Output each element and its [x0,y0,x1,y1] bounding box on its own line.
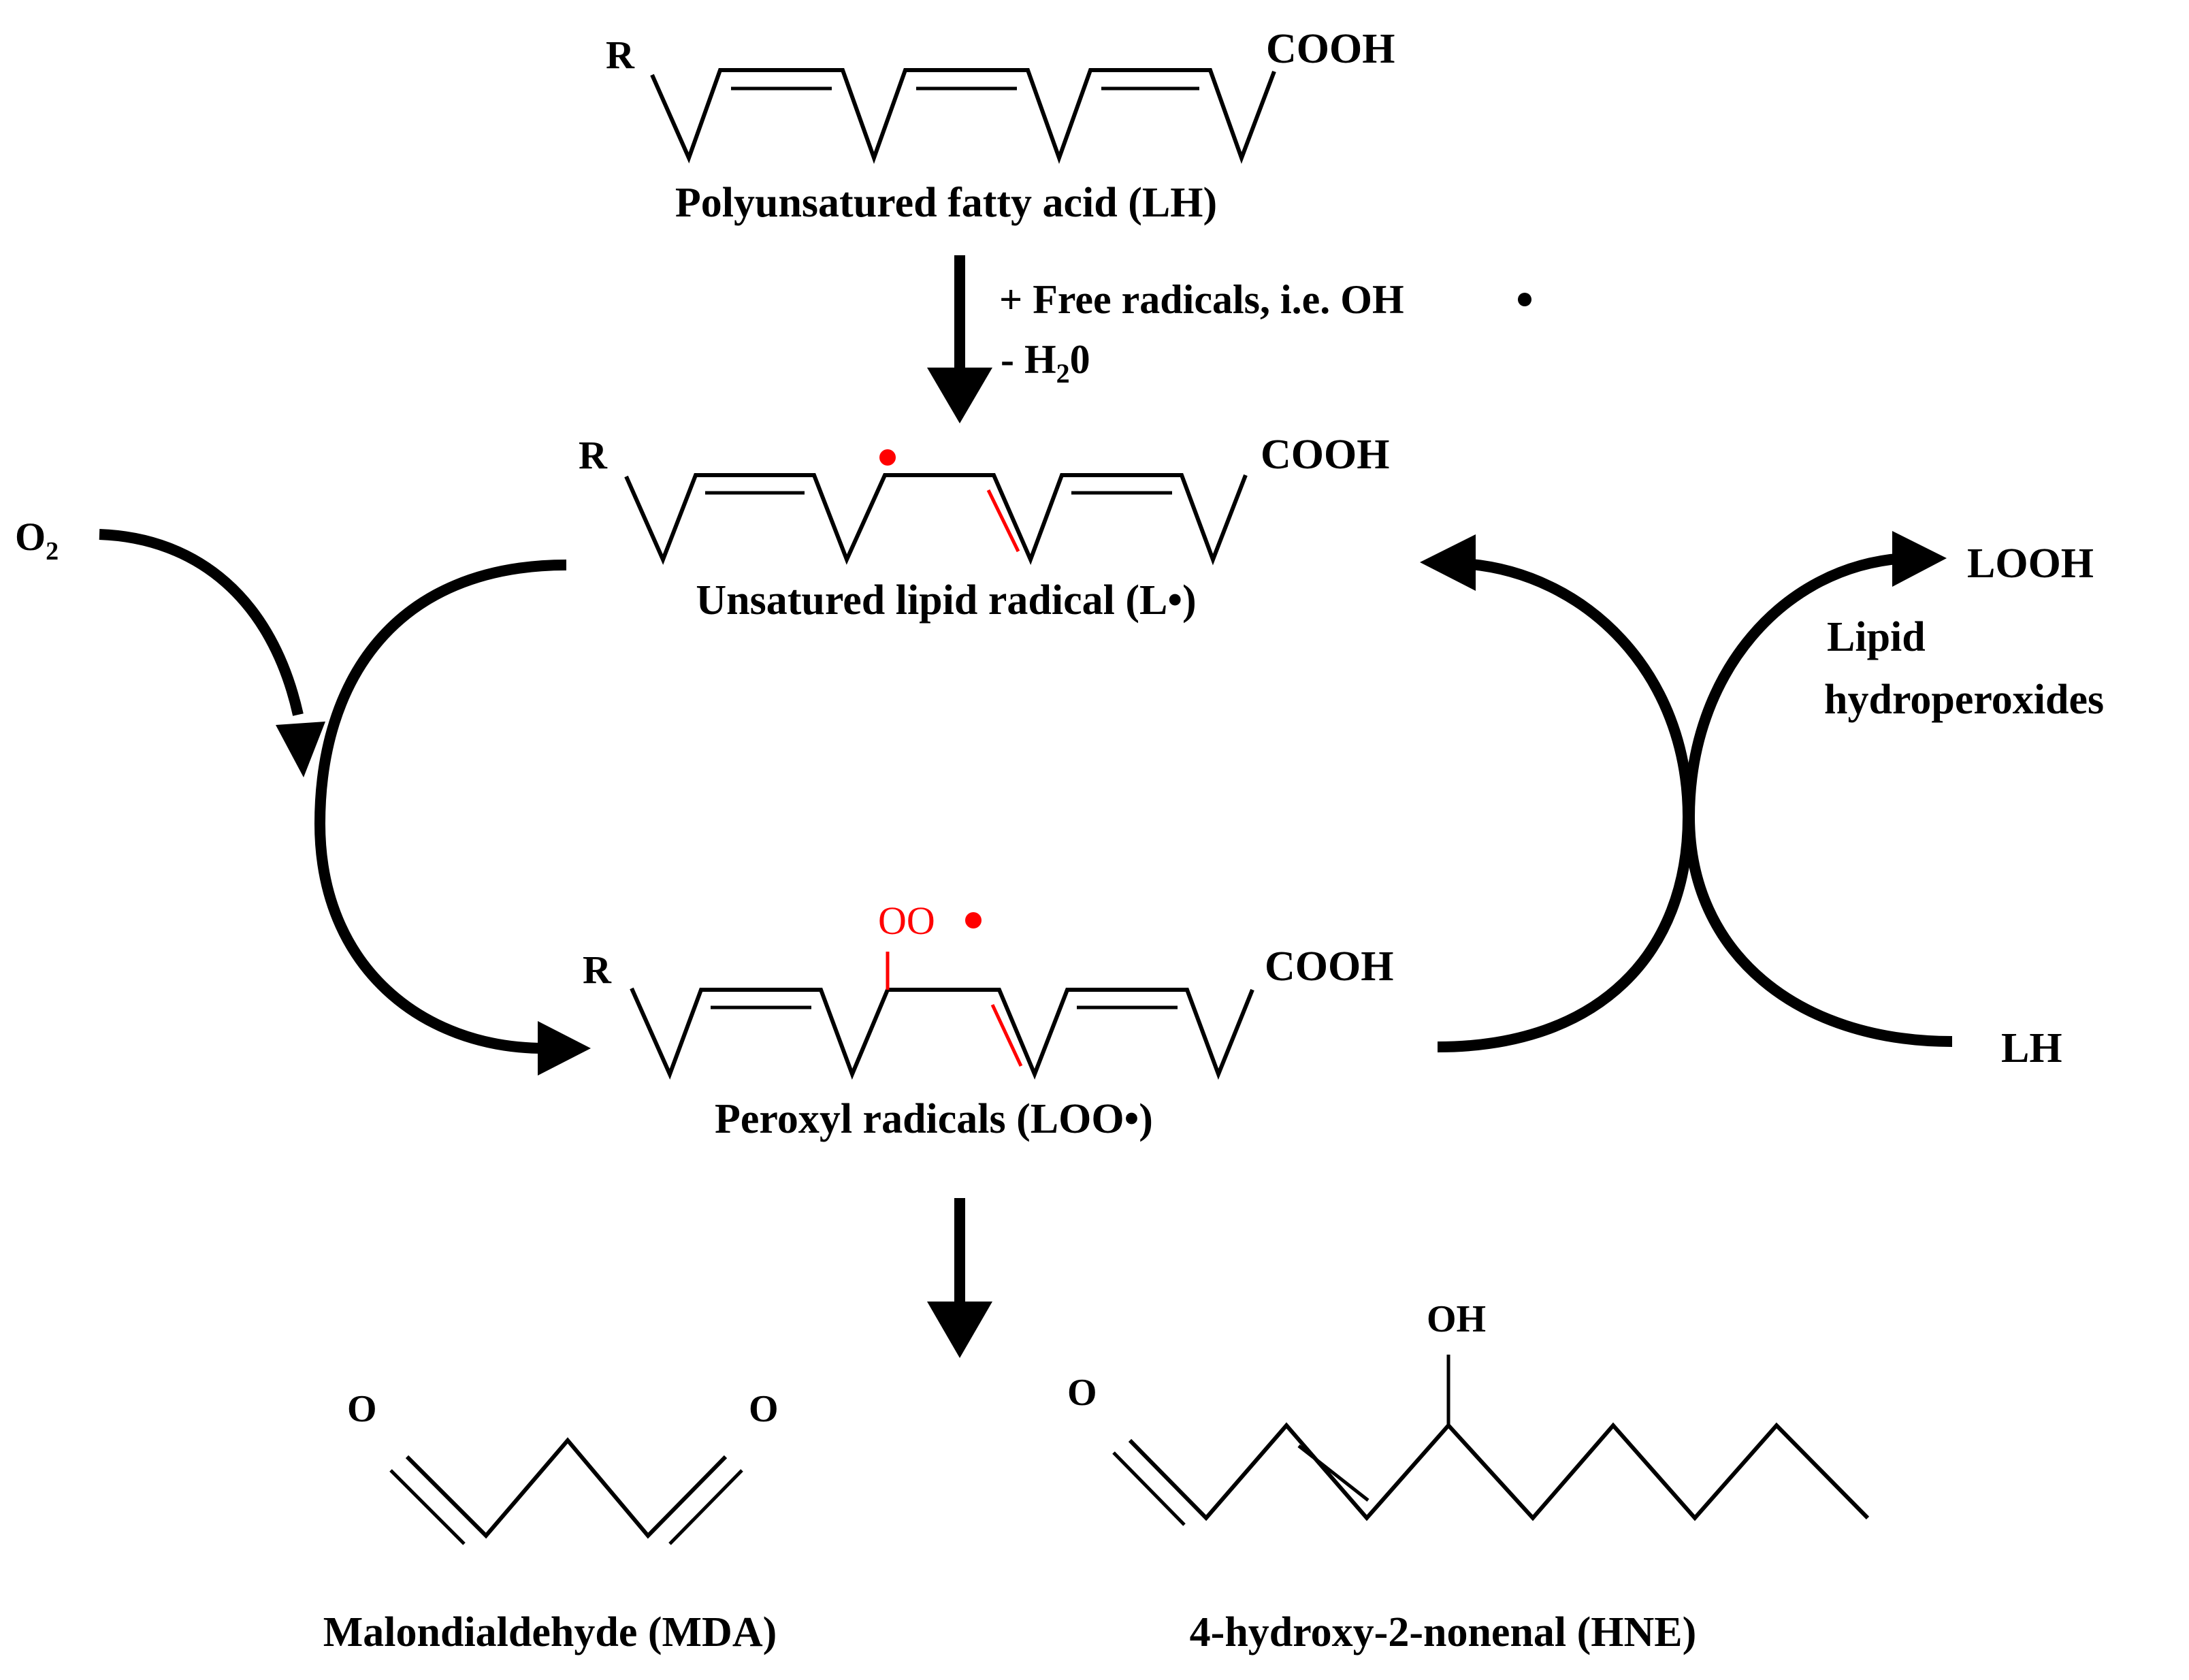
hne-o-label: O [1067,1372,1097,1414]
lipid-hydroperoxides-label-2: hydroperoxides [1824,677,2104,723]
peroxyl-radical-structure: R OO COOH Peroxyl radicals (LOO•) [583,899,1393,1142]
looh-label: LOOH [1967,540,2094,587]
decomposition-arrow [927,1198,992,1358]
lipid-radical-chain [624,473,1248,566]
mda-name: Malondialdehyde (MDA) [323,1609,777,1655]
hne-structure: O OH 4-hydroxy-2-nonenal (HNE) [1067,1298,1870,1655]
hne-double-bond [1297,1444,1369,1502]
chain-reaction-arrows [1420,531,1953,1052]
lipid-radical-dot [879,449,896,466]
peroxyl-shifted-double-bond [990,1003,1023,1067]
pufa-name: Polyunsatured fatty acid (LH) [675,180,1217,226]
initiation-label-line1: + Free radicals, i.e. OH [999,277,1404,322]
pufa-r-label: R [606,33,635,77]
peroxyl-chain [630,987,1254,1080]
mda-carbonyl-right [668,1469,743,1545]
lipid-radical-r-label: R [579,433,608,477]
lipid-radical-cooh-label: COOH [1261,432,1389,478]
lipid-radical-shifted-double-bond [986,489,1020,553]
initiation-arrow [927,255,992,423]
lh-label: LH [2001,1025,2062,1071]
oh-radical-dot [1518,293,1531,306]
initiation-label-line2: - H20 [1001,337,1090,389]
oxygen-addition-arrow [99,529,325,777]
lipid-radical-name: Unsatured lipid radical (L•) [696,577,1196,624]
mda-structure: O O Malondialdehyde (MDA) [323,1388,779,1655]
hne-name: 4-hydroxy-2-nonenal (HNE) [1190,1609,1697,1655]
peroxyl-name: Peroxyl radicals (LOO•) [715,1096,1153,1142]
o2-label: O2 [15,515,59,566]
pufa-cooh-label: COOH [1266,26,1395,72]
mda-o-left: O [347,1388,377,1430]
hne-carbonyl [1112,1451,1186,1526]
lipid-radical-structure: R COOH Unsatured lipid radical (L•) [579,432,1389,624]
propagation-curve-arrow [314,560,591,1076]
peroxyl-cooh-label: COOH [1265,943,1393,990]
peroxyl-r-label: R [583,948,612,992]
lipid-hydroperoxides-label-1: Lipid [1827,614,1926,660]
peroxyl-oo-label: OO [878,899,935,943]
pufa-structure: R COOH Polyunsatured fatty acid (LH) [606,26,1395,226]
hne-skeleton [1128,1422,1870,1521]
peroxyl-radical-dot [965,912,982,928]
mda-o-right: O [749,1388,779,1430]
hne-oh-label: OH [1427,1298,1486,1340]
pufa-chain [650,68,1276,164]
mda-carbonyl-left [389,1469,466,1545]
mda-skeleton [405,1437,728,1539]
